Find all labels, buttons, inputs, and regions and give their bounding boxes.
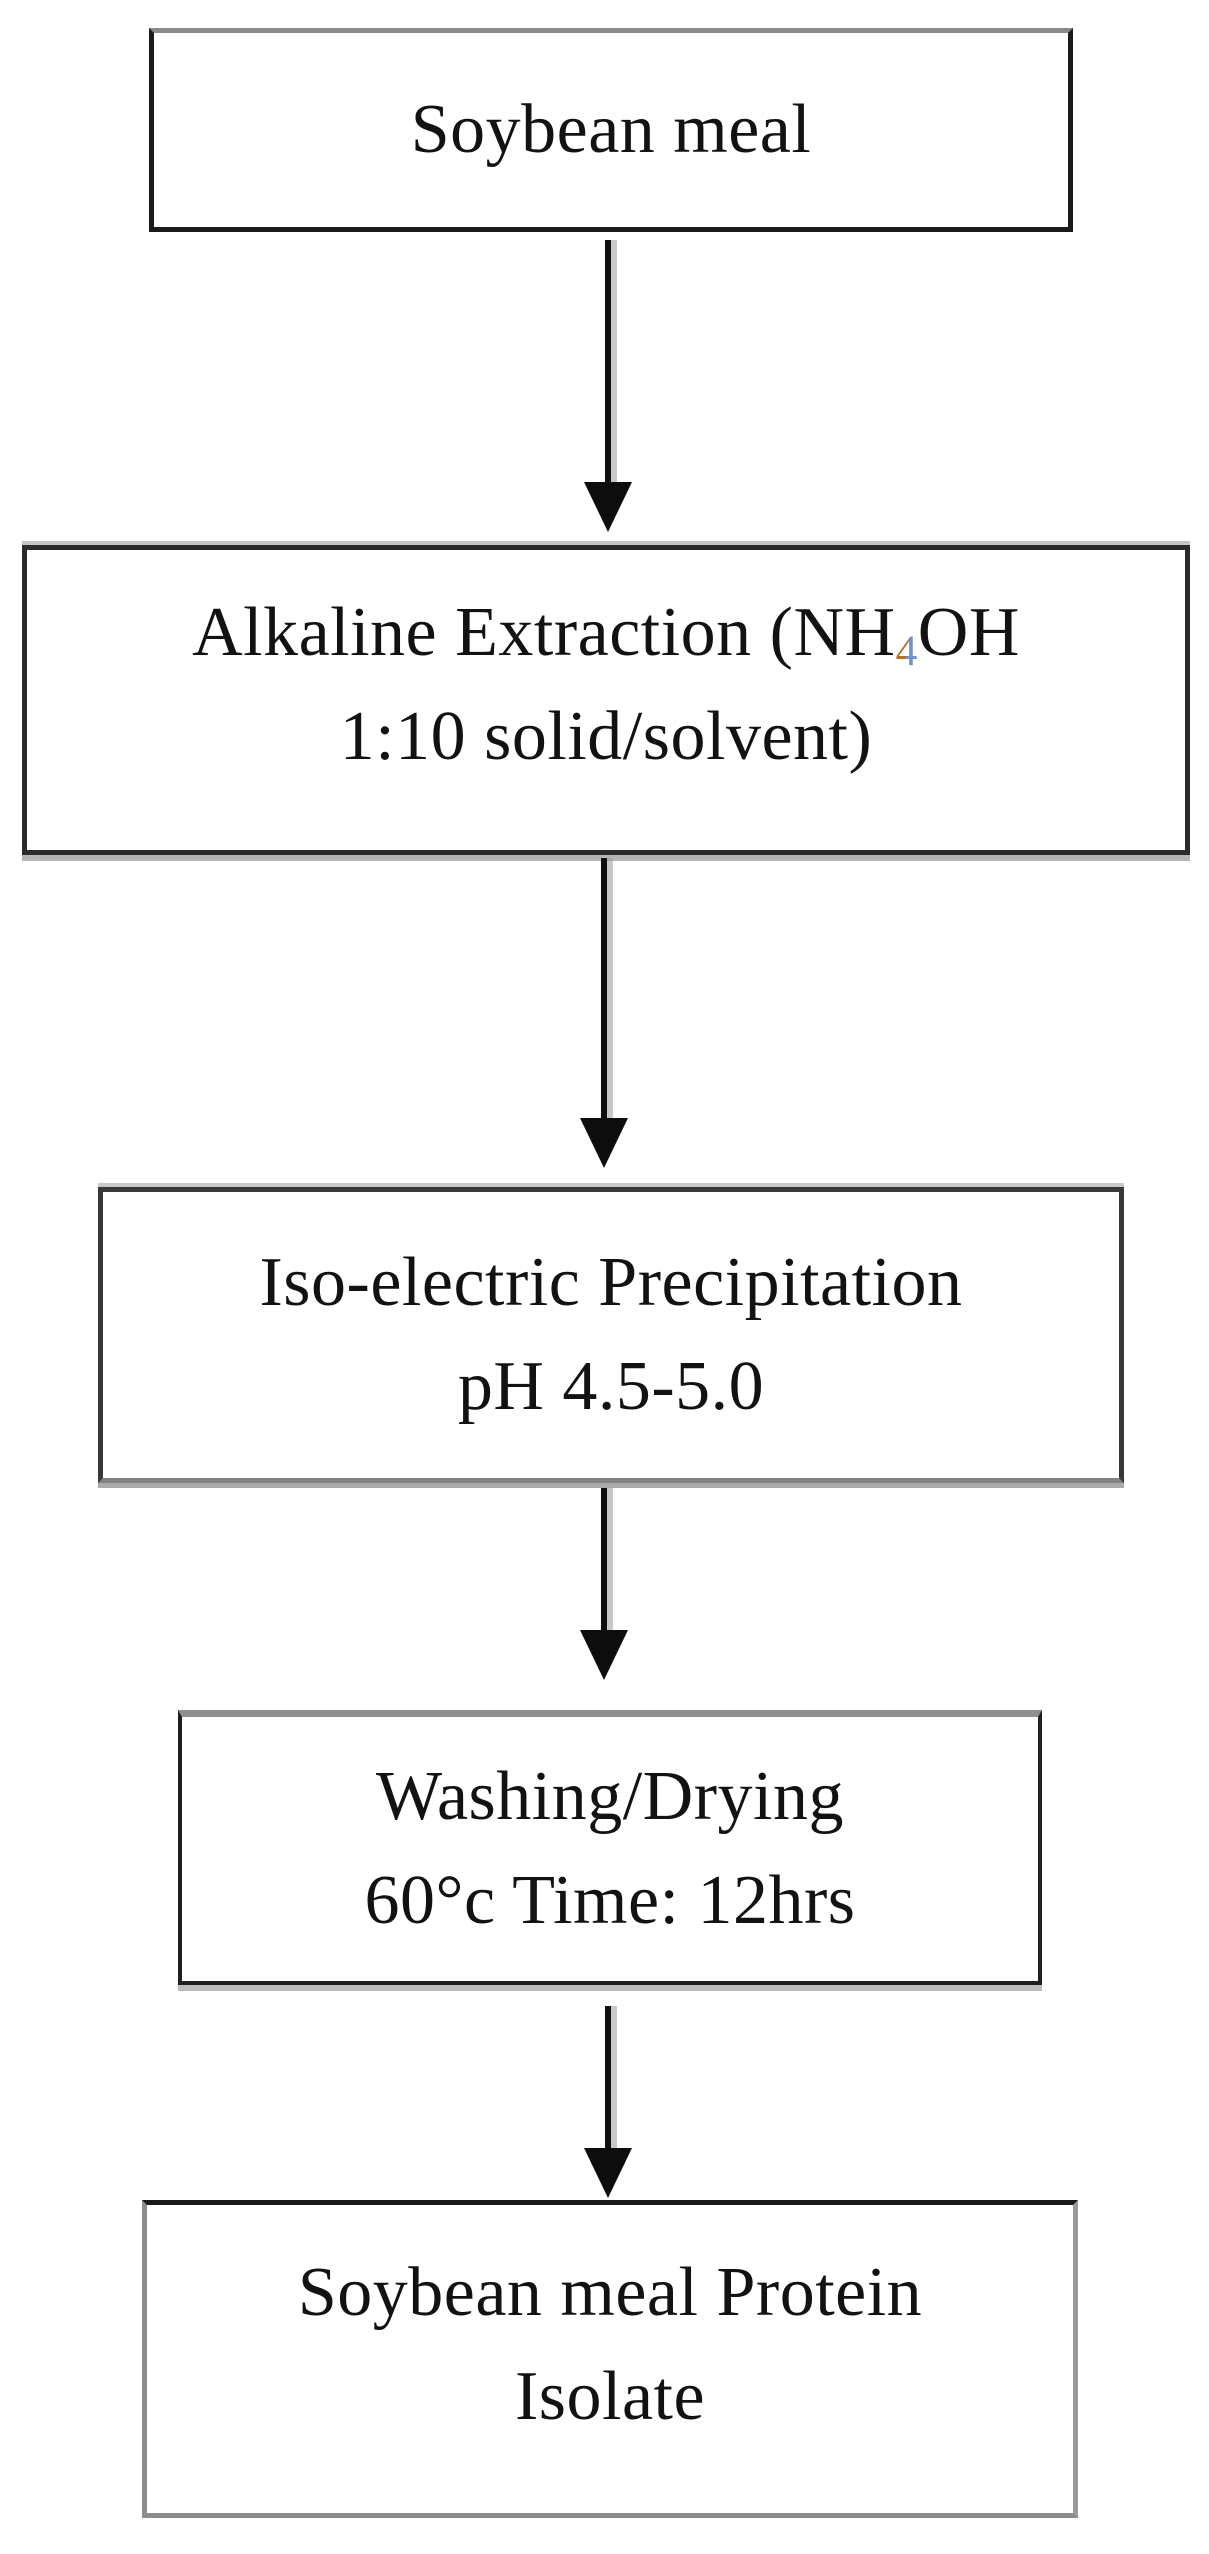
arrow-head: [584, 2148, 632, 2198]
arrow-head: [580, 1630, 628, 1680]
step-label: Soybean meal Protein: [297, 2254, 923, 2331]
down-arrow-icon: [584, 240, 632, 532]
step-label-line2: 1:10 solid/solvent): [339, 698, 873, 775]
arrow-shaft: [605, 2006, 611, 2148]
subscript-4: 4: [895, 626, 918, 675]
step-box-soybean-meal-protein-isolate: Soybean meal Protein Isolate: [142, 2200, 1078, 2518]
step-box-alkaline-extraction: Alkaline Extraction (NH4OH 1:10 solid/so…: [22, 545, 1190, 855]
arrow-head: [584, 482, 632, 532]
step-label-line2: Isolate: [514, 2358, 706, 2435]
step-label-line2: pH 4.5-5.0: [457, 1348, 765, 1425]
step-label-prefix: Alkaline Extraction (NH: [192, 594, 896, 671]
step-label: Iso-electric Precipitation: [259, 1244, 963, 1321]
arrow-shaft: [601, 858, 607, 1118]
step-box-iso-electric-precipitation: Iso-electric Precipitation pH 4.5-5.0: [98, 1187, 1124, 1483]
arrow-shaft: [605, 240, 611, 482]
step-label: Soybean meal: [410, 91, 812, 168]
step-label-suffix: OH: [917, 594, 1020, 671]
step-label-line2: 60°c Time: 12hrs: [364, 1862, 856, 1939]
arrow-head: [580, 1118, 628, 1168]
down-arrow-icon: [584, 2006, 632, 2198]
down-arrow-icon: [580, 858, 628, 1168]
step-label: Washing/Drying: [376, 1758, 844, 1835]
arrow-shaft: [601, 1488, 607, 1630]
step-box-soybean-meal: Soybean meal: [149, 28, 1073, 232]
step-box-washing-drying: Washing/Drying 60°c Time: 12hrs: [178, 1710, 1042, 1985]
down-arrow-icon: [580, 1488, 628, 1680]
step-label: Alkaline Extraction (NH4OH: [192, 581, 1020, 685]
